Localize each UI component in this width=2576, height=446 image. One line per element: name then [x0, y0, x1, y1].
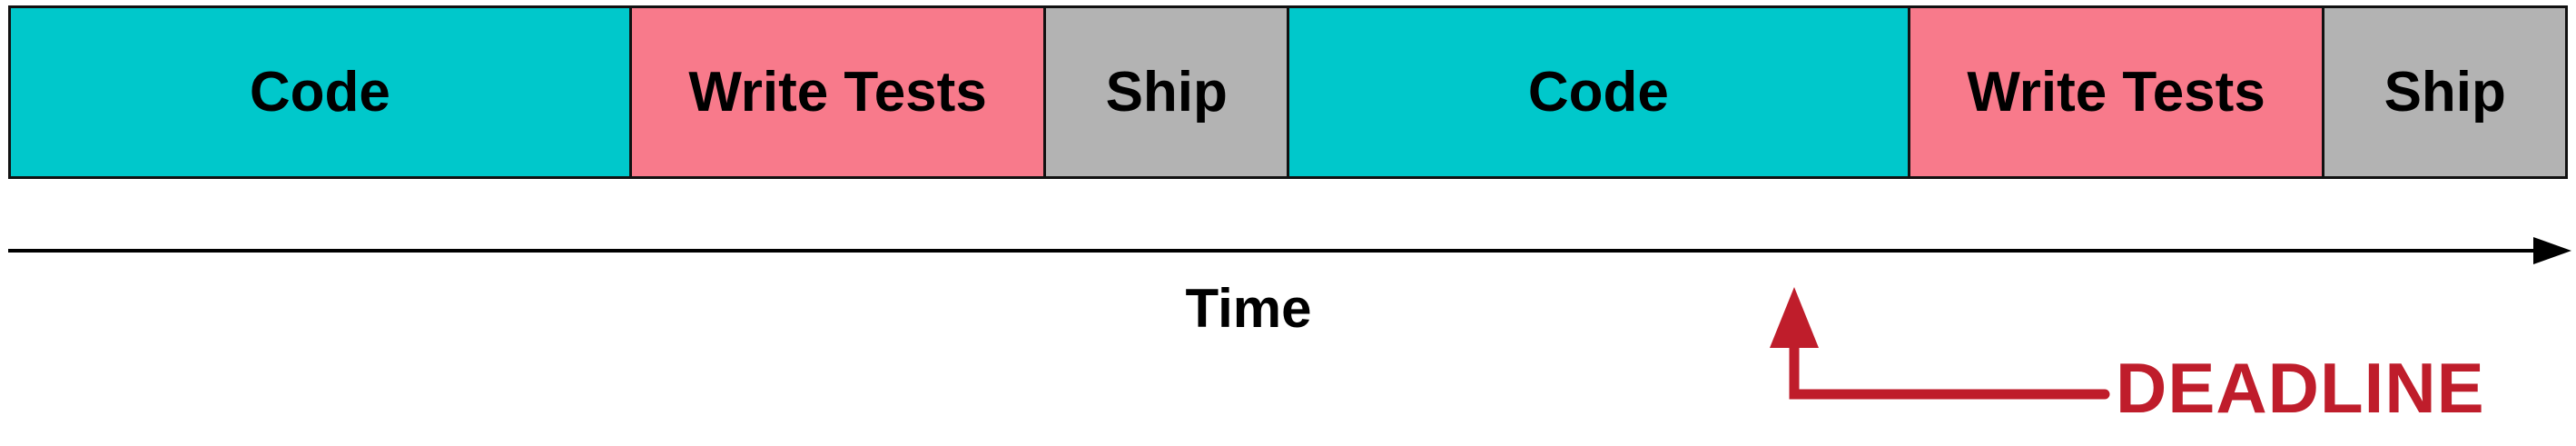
deadline-arrow-line — [1789, 331, 2110, 400]
deadline-arrowhead-icon — [1770, 287, 1819, 348]
segment-write-tests-1: Write Tests — [628, 5, 1047, 179]
segment-write-tests-2: Write Tests — [1907, 5, 2325, 179]
segment-code-1: Code — [8, 5, 632, 179]
segment-code-2: Code — [1287, 5, 1910, 179]
time-axis-label: Time — [1185, 278, 1312, 339]
segment-ship-1: Ship — [1043, 5, 1289, 179]
segment-ship-2: Ship — [2322, 5, 2568, 179]
deadline-label: DEADLINE — [2116, 348, 2485, 428]
time-axis-arrowhead-icon — [2533, 237, 2571, 264]
timeline-bar: Code Write Tests Ship Code Write Tests S… — [8, 5, 2568, 179]
